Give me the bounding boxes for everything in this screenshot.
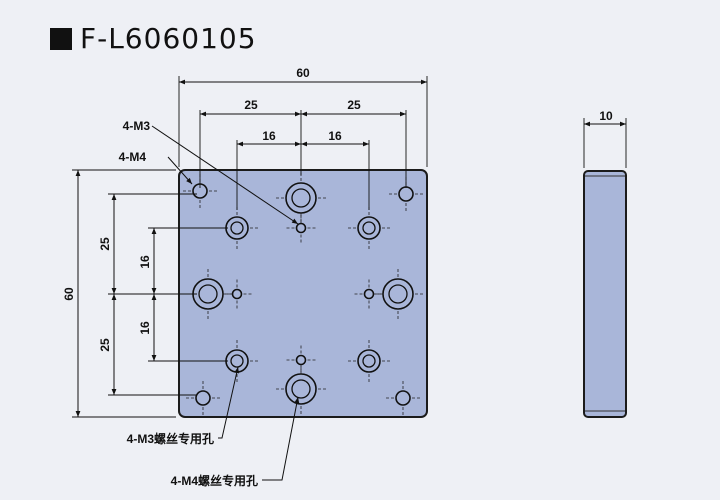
hole-pattern [183,173,423,415]
dim-hole-offset-right: 25 [347,98,361,112]
dim-vertical-lower-25: 25 [98,338,112,352]
dim-overall-width: 60 [296,66,310,80]
dim-vertical-upper-16: 16 [138,255,152,269]
m3-tapped-hole-bottom [295,354,307,366]
m4-tapped-hole-bottom-left [195,390,211,406]
callout-m3-thread: 4-M3螺丝专用孔 [127,431,214,446]
dim-hole-offset-left: 25 [244,98,258,112]
m3-tapped-hole-top [295,222,307,234]
dim-vertical-lower-16: 16 [138,321,152,335]
dim-thickness: 10 [599,109,613,123]
m3-counterbore-hole-bottom-right [357,349,381,373]
m3-tapped-hole-left [231,288,243,300]
m3-counterbore-hole-top-right [357,216,381,240]
callout-m4: 4-M4 [119,150,147,164]
dim-inner-offset-right: 16 [328,129,342,143]
plate-side-view [583,170,627,418]
leader-lines [151,125,300,481]
callout-m4-thread: 4-M4螺丝专用孔 [171,473,258,488]
dim-inner-offset-left: 16 [262,129,276,143]
dim-vertical-upper-25: 25 [98,237,112,251]
part-number: F-L6060105 [80,22,257,55]
dim-overall-height: 60 [62,287,76,301]
part-title: F-L6060105 [50,22,257,55]
m4-tapped-hole-bottom-right [395,390,411,406]
m3-tapped-hole-right [363,288,375,300]
title-bullet-icon [50,27,72,50]
callout-m3: 4-M3 [123,119,151,133]
m4-counterbore-hole-top [285,182,317,214]
dimension-lines [75,79,626,417]
